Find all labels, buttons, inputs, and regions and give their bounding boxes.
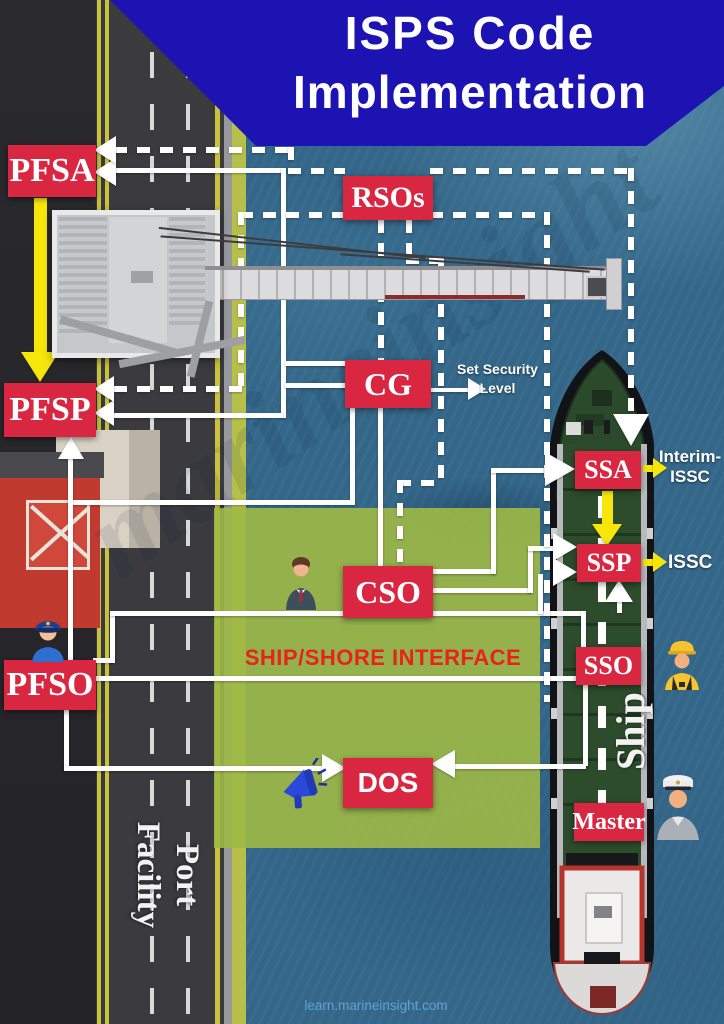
dashed-rsos-to-pfsp-seg1 [240, 212, 345, 218]
arrowhead-into-pfsp-dashed [94, 376, 114, 402]
yellow-arrowhead-into-ssp [592, 524, 622, 546]
port-facility-line1: Port [169, 843, 205, 907]
set-security-level-label: Set Security Level [445, 360, 550, 398]
issc-label: ISSC [668, 552, 713, 573]
dashed-rsos-to-cso-seg1 [406, 220, 412, 262]
line-cg-set-security [430, 388, 470, 392]
line-sso-to-dos-seg2 [455, 764, 586, 769]
arrowhead-into-pfsp-solid [94, 400, 114, 426]
interim-issc-line2: ISSC [670, 467, 710, 487]
node-pfsa: PFSA [8, 145, 96, 197]
road-dashed-lane-line-2 [186, 0, 190, 1024]
arrowhead-into-ship-bow [613, 414, 649, 446]
dashed-rsos-to-cso-seg3 [438, 258, 444, 484]
ship-captain-icon [657, 775, 699, 840]
line-cso-to-ssp-seg1 [432, 588, 532, 593]
line-cg-to-pfso-horizontal [68, 500, 355, 505]
line-trunk-down-to-sso [581, 611, 586, 651]
node-pfso: PFSO [4, 660, 96, 710]
site-watermark: learn.marineinsight.com [304, 998, 448, 1013]
line-cso-to-ssp-seg2 [528, 548, 533, 593]
set-security-line2: Level [479, 379, 516, 396]
line-cg-to-pfsp [112, 413, 283, 418]
line-trunk-up-to-ssp [538, 574, 543, 614]
line-cg-to-cso [378, 408, 383, 568]
port-facility-label: Port Facility [122, 815, 206, 935]
port-facility-line2: Facility [130, 821, 167, 929]
yellow-arrowhead-interim-issc [653, 458, 667, 478]
title-line-2: Implementation [293, 65, 647, 118]
dashed-rsos-to-pfsa-seg1 [114, 147, 292, 153]
node-cso: CSO [343, 566, 433, 618]
arrowhead-into-pfsa-dashed [94, 136, 116, 164]
node-master: Master [572, 803, 646, 841]
yellow-arrow-pfsa-to-pfsp-shaft [34, 198, 47, 354]
arrowhead-into-dos-right [431, 750, 455, 778]
ship-shore-interface-label: SHIP/SHORE INTERFACE [244, 645, 522, 670]
barn-door [26, 500, 90, 570]
node-dos: DOS [343, 758, 433, 808]
line-pfso-corner [93, 658, 115, 663]
line-pfso-to-sso [95, 676, 578, 681]
line-cg-branch-upper [285, 361, 347, 366]
crane-boom-stripe [385, 295, 525, 299]
construction-worker-icon [665, 641, 699, 690]
line-sso-to-ssp-shaft [617, 600, 622, 613]
dashed-rsos-to-cso-seg5 [397, 480, 403, 566]
title-line-1: ISPS Code [344, 7, 596, 59]
dashed-rsos-to-pfsp-seg3 [114, 386, 242, 392]
yellow-arrow-ssa-to-ssp-shaft [602, 491, 613, 526]
yellow-arrowhead-issc [653, 552, 667, 572]
crane-machinery-house [52, 210, 220, 358]
arrowhead-into-ssp-upper [553, 533, 577, 561]
dashed-rsos-to-pfsp-seg2 [238, 212, 244, 390]
arrowhead-into-ssp-lower [553, 558, 577, 586]
line-cso-to-ssa-seg3 [491, 468, 547, 473]
page-title: ISPS Code Implementation [240, 4, 700, 122]
node-pfsp: PFSP [4, 383, 96, 437]
node-ssa: SSA [575, 451, 641, 489]
interim-issc-line1: Interim- [658, 447, 722, 466]
line-pfso-to-dos-seg1 [64, 708, 69, 770]
line-sso-to-dos-seg1 [583, 684, 588, 766]
line-cso-to-ssp-seg3 [528, 546, 554, 551]
line-cso-to-ssa-seg2 [491, 468, 496, 574]
crane-boom-tip [606, 258, 622, 310]
node-sso: SSO [576, 647, 641, 685]
crane-boom [205, 268, 610, 300]
dashed-rsos-to-ship-seg1 [430, 168, 634, 174]
arrowhead-into-pfsa-solid [94, 158, 116, 186]
line-pfsp-pfso-vertical [68, 459, 73, 664]
dashed-rsos-shipside-seg1 [430, 212, 549, 218]
interim-issc-label: Interim- ISSC [656, 447, 724, 488]
crane-boom-edge [205, 266, 608, 270]
node-rsos: RSOs [343, 176, 433, 220]
line-cg-down-left [350, 408, 355, 504]
arrowhead-set-security [468, 378, 486, 400]
dashed-rsos-to-pfsa-seg3 [288, 168, 345, 174]
yellow-arrow-ssa-to-interim-issc-shaft [643, 465, 655, 472]
arrowhead-into-pfsp-bottom [58, 437, 84, 459]
arrowhead-into-ssa [545, 452, 575, 486]
police-officer-icon [32, 621, 64, 662]
barn-roof [0, 452, 104, 478]
node-ssp: SSP [577, 544, 641, 582]
dashed-rsos-to-cso-seg4 [398, 480, 444, 486]
line-cg-to-pfsa [112, 168, 283, 173]
set-security-line1: Set Security [457, 361, 538, 377]
dashed-rsos-to-pfsa-seg2 [288, 147, 294, 173]
line-pfso-to-dos-seg2 [64, 766, 324, 771]
arrowhead-into-ssp-bottom [605, 580, 633, 602]
line-cg-branch-lower [285, 383, 347, 388]
yellow-arrow-ssp-to-issc-shaft [643, 559, 655, 566]
node-cg: CG [345, 360, 431, 408]
ship-label: Ship [608, 692, 653, 770]
arrowhead-into-dos-left [322, 754, 346, 782]
megaphone-icon [283, 758, 328, 809]
businessman-icon [286, 557, 316, 610]
dashed-rsos-to-ship-seg2 [628, 168, 634, 416]
line-pfso-up [110, 613, 115, 662]
line-cso-to-ssa-seg1 [432, 569, 496, 574]
